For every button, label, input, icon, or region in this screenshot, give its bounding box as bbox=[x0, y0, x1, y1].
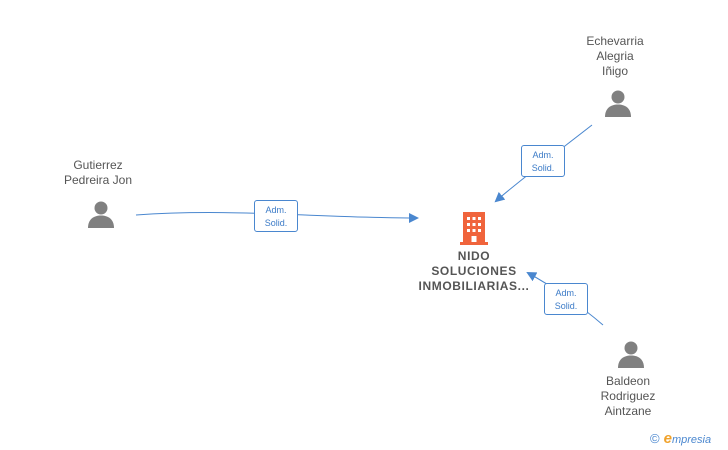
person-node-echevarria[interactable] bbox=[603, 89, 633, 117]
person-name-baldeon[interactable]: Baldeon Rodriguez Aintzane bbox=[600, 374, 656, 418]
relation-badge-echevarria[interactable]: Adm. Solid. bbox=[521, 145, 565, 177]
building-icon bbox=[460, 212, 488, 245]
person-icon bbox=[605, 90, 631, 117]
person-name-echevarria[interactable]: Echevarria Alegria Iñigo bbox=[586, 34, 644, 78]
footer-brand[interactable]: ©empresia bbox=[650, 430, 712, 447]
person-icon bbox=[88, 201, 114, 228]
brand-name: mpresia bbox=[671, 434, 712, 446]
company-name-line: INMOBILIARIAS... bbox=[418, 279, 530, 293]
person-node-gutierrez[interactable] bbox=[86, 200, 116, 228]
company-node[interactable] bbox=[458, 210, 490, 246]
relation-badge-baldeon[interactable]: Adm. Solid. bbox=[544, 283, 588, 315]
person-node-baldeon[interactable] bbox=[616, 340, 646, 368]
brand-logo-letter: e bbox=[663, 430, 672, 447]
copyright-icon: © bbox=[650, 431, 660, 446]
person-name-gutierrez[interactable]: Gutierrez Pedreira Jon bbox=[63, 158, 133, 187]
relation-badge-gutierrez[interactable]: Adm. Solid. bbox=[254, 200, 298, 232]
person-icon bbox=[618, 341, 644, 368]
company-name-line: SOLUCIONES bbox=[431, 264, 517, 278]
company-name-line: NIDO bbox=[457, 249, 491, 263]
company-name[interactable]: NIDO SOLUCIONES INMOBILIARIAS... bbox=[394, 249, 554, 294]
